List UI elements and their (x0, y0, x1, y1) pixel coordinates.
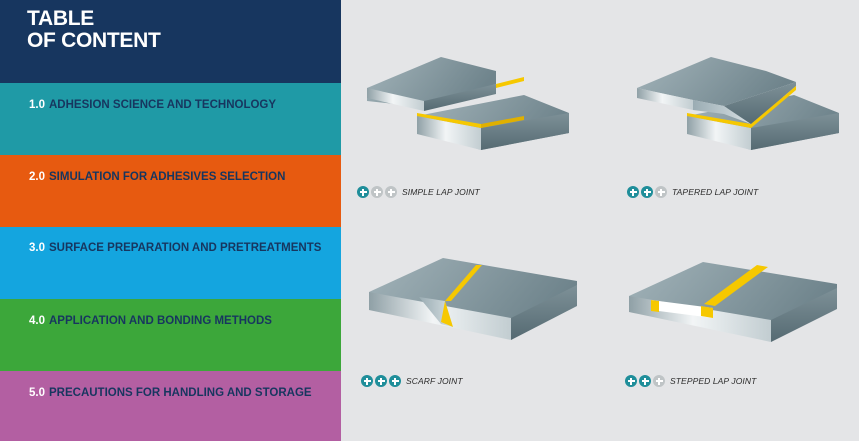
toc-header: TABLE OF CONTENT (0, 0, 341, 83)
rating-plus-icon (653, 375, 665, 387)
joint-name: STEPPED LAP JOINT (670, 376, 757, 386)
rating-plus-icon (385, 186, 397, 198)
rating-plus-icon (389, 375, 401, 387)
joint-name: SCARF JOINT (406, 376, 463, 386)
toc-item-label: ADHESION SCIENCE AND TECHNOLOGY (49, 99, 277, 111)
toc-item-precautions[interactable]: 5.0 PRECAUTIONS FOR HANDLING AND STORAGE (0, 371, 341, 441)
rating-plus-icon (625, 375, 637, 387)
toc-item-label: PRECAUTIONS FOR HANDLING AND STORAGE (49, 387, 312, 399)
toc-item-number: 2.0 (29, 171, 45, 183)
toc-item-number: 5.0 (29, 387, 45, 399)
stepped-lap-joint-caption: STEPPED LAP JOINT (625, 375, 756, 387)
joint-name: TAPERED LAP JOINT (672, 187, 759, 197)
rating-plus-icon (627, 186, 639, 198)
stepped-lap-joint-illustration (629, 262, 837, 342)
toc-title-line1: TABLE (27, 7, 94, 30)
rating-plus-icon (655, 186, 667, 198)
simple-lap-joint-caption: SIMPLE LAP JOINT (357, 186, 480, 198)
toc-title-line2: OF CONTENT (27, 29, 161, 52)
joint-types-panel: SIMPLE LAP JOINT TAPERED LAP JOINT SCARF… (341, 0, 859, 441)
toc-item-adhesion-science[interactable]: 1.0 ADHESION SCIENCE AND TECHNOLOGY (0, 83, 341, 155)
scarf-joint-illustration (369, 258, 577, 340)
joint-name: SIMPLE LAP JOINT (402, 187, 480, 197)
rating-plus-icon (371, 186, 383, 198)
rating-plus-icon (639, 375, 651, 387)
rating-plus-icon (375, 375, 387, 387)
tapered-lap-joint-illustration (637, 57, 839, 150)
toc-item-number: 1.0 (29, 99, 45, 111)
scarf-joint-caption: SCARF JOINT (361, 375, 463, 387)
table-of-contents: TABLE OF CONTENT 1.0 ADHESION SCIENCE AN… (0, 0, 341, 441)
simple-lap-joint-illustration (367, 57, 569, 150)
rating-plus-icon (641, 186, 653, 198)
joint-illustrations (367, 57, 839, 342)
rating-plus-icon (357, 186, 369, 198)
rating-plus-icon (361, 375, 373, 387)
toc-item-application-bonding[interactable]: 4.0 APPLICATION AND BONDING METHODS (0, 299, 341, 371)
toc-title: TABLE OF CONTENT (27, 8, 161, 52)
toc-item-label: SIMULATION FOR ADHESIVES SELECTION (49, 171, 286, 183)
toc-item-label: APPLICATION AND BONDING METHODS (49, 315, 272, 327)
tapered-lap-joint-caption: TAPERED LAP JOINT (627, 186, 758, 198)
toc-item-label: SURFACE PREPARATION AND PRETREATMENTS (49, 242, 322, 254)
toc-item-surface-preparation[interactable]: 3.0 SURFACE PREPARATION AND PRETREATMENT… (0, 227, 341, 299)
toc-item-number: 3.0 (29, 242, 45, 254)
toc-item-number: 4.0 (29, 315, 45, 327)
toc-item-simulation[interactable]: 2.0 SIMULATION FOR ADHESIVES SELECTION (0, 155, 341, 227)
